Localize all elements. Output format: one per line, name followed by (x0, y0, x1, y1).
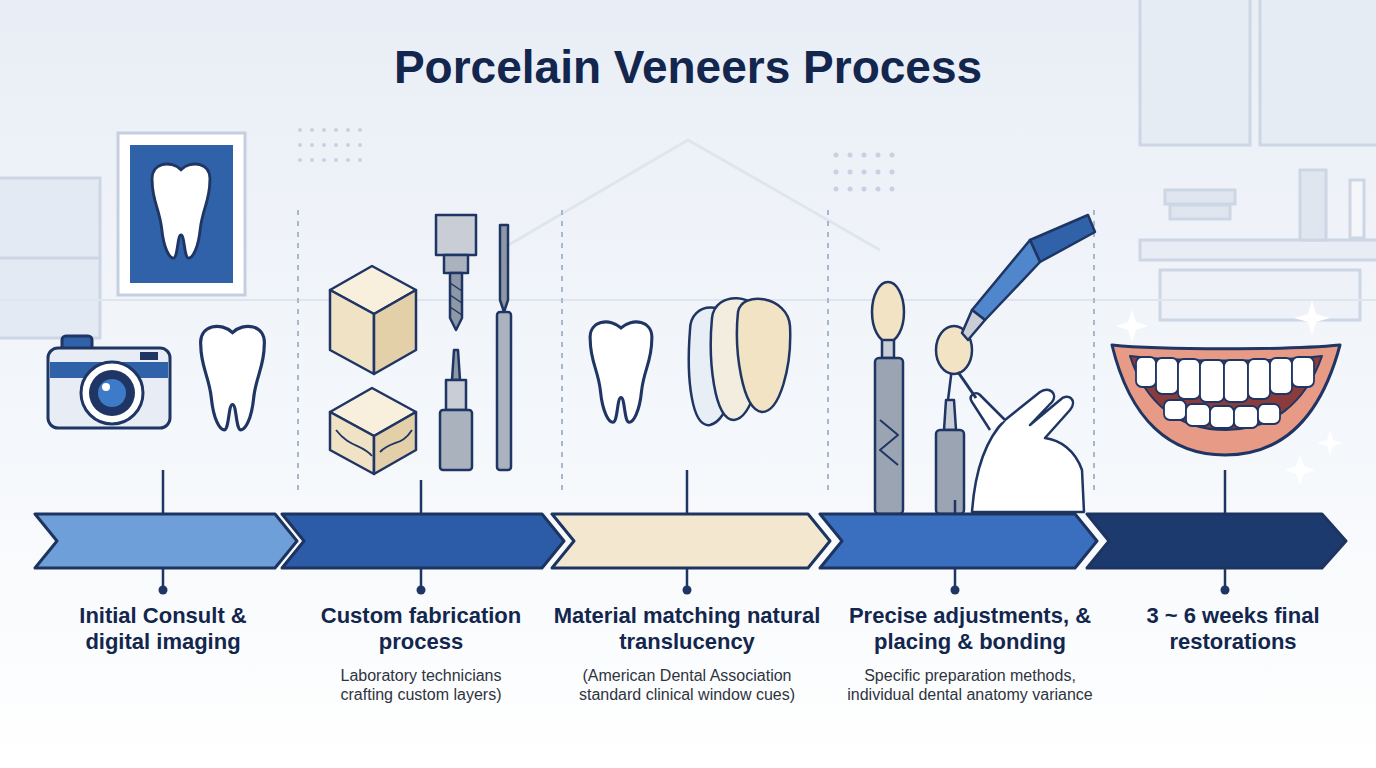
smile-icon (1112, 300, 1343, 485)
step-label: Precise adjustments, & placing & bonding (834, 603, 1106, 656)
step-note: Specific preparation methods, individual… (830, 666, 1110, 704)
leader-line (163, 470, 1225, 588)
veneer-icons (590, 298, 790, 425)
step-label: 3 ~ 6 weeks final restorations (1131, 603, 1336, 656)
title: Porcelain Veneers Process (0, 40, 1376, 95)
step-label: Initial Consult & digital imaging (47, 603, 279, 656)
timeline-chevron (35, 514, 1346, 568)
separator (298, 210, 1094, 495)
step-label: Material matching natural translucency (547, 603, 827, 656)
imaging-icons (48, 133, 264, 430)
bonding-icons (872, 215, 1095, 514)
fabrication-icons (330, 215, 511, 474)
step-label: Custom fabrication process (296, 603, 546, 656)
step-note: Laboratory technicians crafting custom l… (319, 666, 524, 704)
dot-grid (298, 128, 895, 192)
step-note: (American Dental Association standard cl… (561, 666, 813, 704)
room-background (0, 0, 1376, 338)
timeline-dot (159, 586, 1230, 595)
